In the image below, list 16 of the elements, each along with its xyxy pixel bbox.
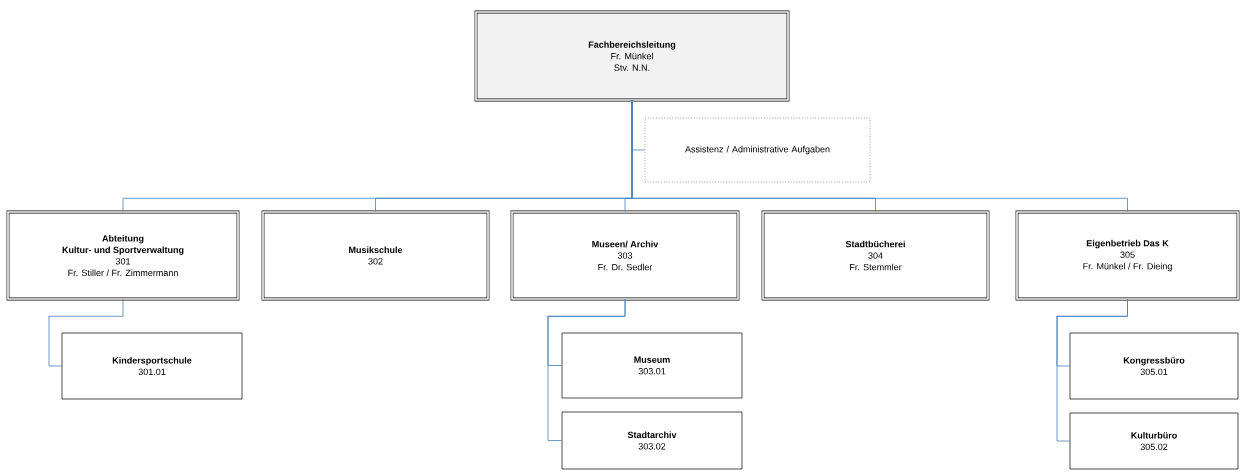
unit-box: Kindersportschule 301.01 [61,332,243,400]
connector-line [1056,298,1128,442]
unit-box: Kulturbüro 305.02 [1069,412,1239,470]
staff-box: Assistenz / Administrative Aufgaben [644,117,871,183]
department-box: Eigenbetrieb Das K 305 Fr. Münkel / Fr. Dieing [1015,210,1240,301]
unit-box: Kongressbüro 305.01 [1069,332,1239,400]
department-box: Stadtbücherei 304 Fr. Stemmler [761,210,990,301]
unit-box: Stadtarchiv 303.02 [561,411,743,470]
unit-box: Museum 303.01 [561,332,743,399]
department-box: Abteitung Kultur- und Sportverwaltung 301 Fr. Stiller / Fr. Zimmermann [6,210,240,301]
connector-line [547,298,626,441]
department-box: Museen/ Archiv 303 Fr. Dr. Sedler [510,210,740,301]
connector-line [48,298,124,367]
connector-line [631,99,1128,213]
department-box: Musikschule 302 [261,210,490,301]
management-box: Fachbereichsleitung Fr. Münkel Stv. N.N. [474,10,790,102]
